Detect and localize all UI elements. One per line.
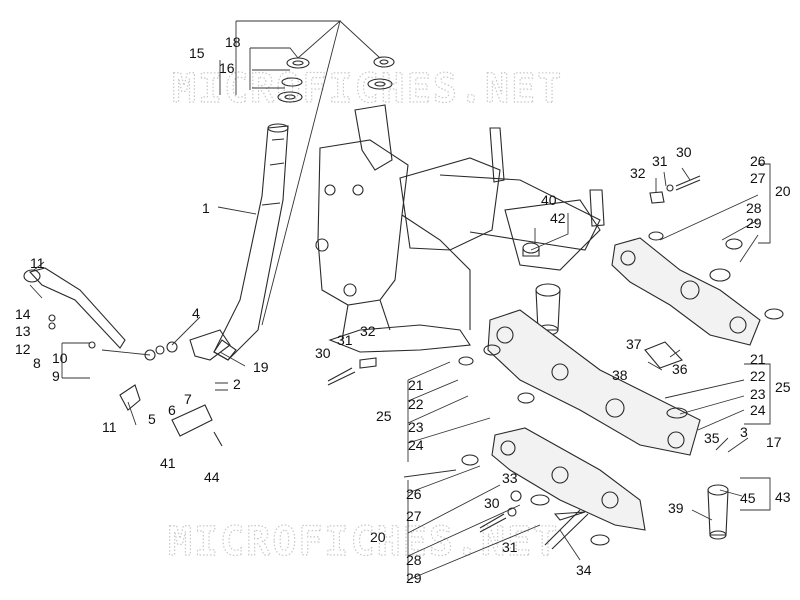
steering-tube [213, 123, 289, 361]
callout-20-right: 20 [775, 183, 791, 199]
callout-33: 33 [502, 470, 518, 486]
callout-37: 37 [626, 336, 642, 352]
main-frame [315, 104, 605, 353]
callout-36: 36 [672, 361, 688, 377]
callout-32-right: 32 [630, 165, 646, 181]
callout-23-right: 23 [750, 386, 766, 402]
lower-swing-arm [461, 427, 646, 546]
watermark-top: MICROFICHES.NET [172, 66, 563, 112]
long-bolt [553, 511, 586, 521]
callout-2: 2 [233, 376, 241, 392]
stand-plate-screw [213, 431, 223, 447]
callout-29-right: 29 [746, 215, 762, 231]
callout-40: 40 [541, 192, 557, 208]
callout-28-left: 28 [406, 552, 422, 568]
callout-21-left: 21 [408, 377, 424, 393]
callout-29-left: 29 [406, 570, 422, 586]
callout-44: 44 [204, 469, 220, 485]
callout-20-left: 20 [370, 529, 386, 545]
callout-3: 3 [740, 424, 748, 440]
callout-30-right: 30 [676, 144, 692, 160]
callout-12: 12 [15, 341, 31, 357]
callout-11-top: 11 [30, 255, 45, 271]
callout-numbers: 18 15 16 1 11 14 13 12 10 8 9 11 4 19 2 … [15, 34, 791, 586]
callout-31-left: 31 [337, 332, 353, 348]
callout-23-left: 23 [408, 419, 424, 435]
callout-24-right: 24 [750, 402, 766, 418]
stand-plate [171, 404, 213, 437]
callout-1: 1 [202, 200, 210, 216]
callout-22-left: 22 [408, 396, 424, 412]
callout-6: 6 [168, 402, 176, 418]
long-bolt-shank [544, 509, 589, 550]
callout-24-left: 24 [408, 437, 424, 453]
callout-31-right: 31 [652, 153, 668, 169]
callout-17: 17 [766, 434, 782, 450]
callout-22-right: 22 [750, 368, 766, 384]
bearing-set-right [367, 56, 395, 90]
callout-27-right: 27 [750, 170, 766, 186]
callout-8: 8 [33, 355, 41, 371]
rear-bush [522, 242, 540, 257]
callout-27-left: 27 [406, 508, 422, 524]
callout-4: 4 [192, 305, 200, 321]
callout-42: 42 [550, 210, 566, 226]
bolt-assembly-right [649, 175, 701, 204]
callout-26-right: 26 [750, 153, 766, 169]
bolt-assembly-bottom [479, 490, 522, 533]
callout-38: 38 [612, 367, 628, 383]
callout-25-right: 25 [775, 379, 791, 395]
callout-15: 15 [189, 45, 205, 61]
callout-28-right: 28 [746, 200, 762, 216]
callout-14: 14 [15, 306, 31, 322]
callout-43: 43 [775, 489, 791, 505]
lower-silentblock [707, 484, 729, 540]
leader-lines [29, 20, 771, 581]
callout-39: 39 [668, 500, 684, 516]
bracket [644, 341, 683, 369]
callout-45: 45 [740, 490, 756, 506]
bolt-assembly-left [327, 357, 377, 386]
middle-swing-arm [458, 309, 701, 456]
callout-10: 10 [52, 350, 68, 366]
callout-13: 13 [15, 323, 31, 339]
callout-7: 7 [184, 391, 192, 407]
callout-41: 41 [160, 455, 176, 471]
callout-21-right: 21 [750, 351, 766, 367]
callout-35: 35 [704, 430, 720, 446]
callout-16: 16 [219, 60, 235, 76]
watermark-bottom: MICROFICHES.NET [168, 519, 559, 565]
callout-32-left: 32 [360, 323, 376, 339]
callout-30-bottom: 30 [484, 495, 500, 511]
callout-34: 34 [576, 562, 592, 578]
callout-26-left: 26 [406, 486, 422, 502]
side-stand [23, 267, 141, 411]
callout-25-left: 25 [376, 408, 392, 424]
callout-31-bottom: 31 [502, 539, 518, 555]
callout-30-left: 30 [315, 345, 331, 361]
callout-5: 5 [148, 411, 156, 427]
callout-19: 19 [253, 359, 269, 375]
callout-11-bottom: 11 [102, 419, 117, 435]
callout-9: 9 [52, 368, 60, 384]
upper-swing-arm [611, 231, 784, 346]
callout-18: 18 [225, 34, 241, 50]
